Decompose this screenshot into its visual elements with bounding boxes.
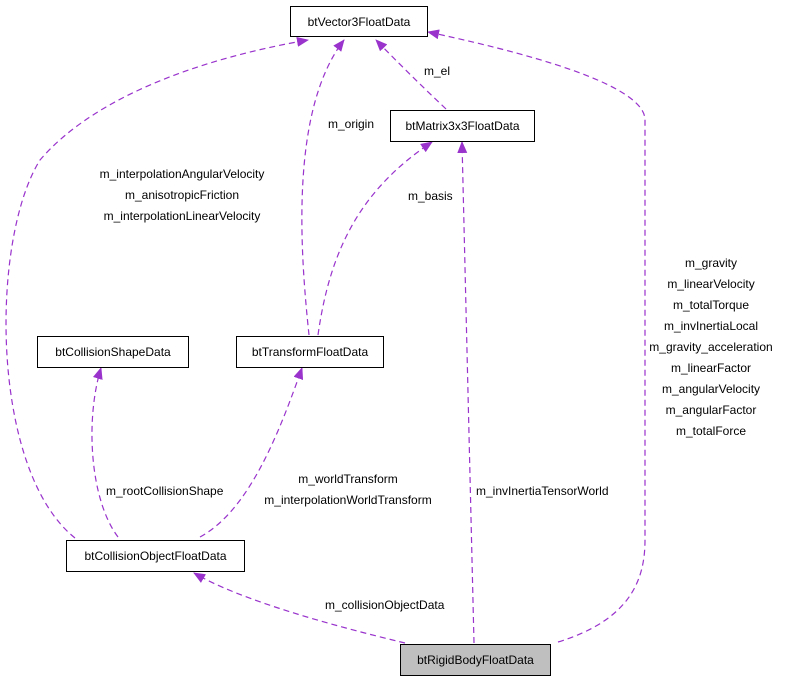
node-label: btCollisionShapeData bbox=[55, 345, 171, 359]
edge-label-m-basis: m_basis bbox=[408, 189, 453, 203]
edge-label-collisionobject-vectors: m_interpolationAngularVelocity m_anisotr… bbox=[99, 167, 265, 223]
node-btmatrix3x3floatdata[interactable]: btMatrix3x3FloatData bbox=[390, 110, 535, 142]
edge-collisionobject-to-shape bbox=[91, 367, 119, 538]
node-btcollisionobjectfloatdata[interactable]: btCollisionObjectFloatData bbox=[66, 540, 245, 572]
node-btcollisionshapedata[interactable]: btCollisionShapeData bbox=[37, 336, 189, 368]
edge-rigidbody-to-matrix bbox=[457, 141, 475, 644]
edge-collisionobject-to-transform bbox=[199, 367, 304, 538]
edge-transform-to-matrix bbox=[317, 141, 433, 336]
edge-label-rigidbody-vectors: m_gravity m_linearVelocity m_totalTorque… bbox=[649, 256, 773, 438]
edge-label-m-el: m_el bbox=[424, 64, 451, 78]
edge-label-m-collisionobjectdata: m_collisionObjectData bbox=[325, 598, 445, 612]
node-btrigidbodyfloatdata[interactable]: btRigidBodyFloatData bbox=[400, 644, 551, 676]
edge-rigidbody-to-vector3 bbox=[427, 29, 646, 643]
edge-label-m-origin: m_origin bbox=[328, 117, 375, 131]
edge-transform-to-vector3 bbox=[301, 39, 345, 336]
node-label: btTransformFloatData bbox=[251, 345, 369, 359]
edge-collisionobject-to-vector3 bbox=[5, 36, 309, 539]
node-label: btMatrix3x3FloatData bbox=[405, 119, 520, 133]
edge-rigidbody-to-collisionobject bbox=[193, 572, 406, 644]
node-btvector3floatdata[interactable]: btVector3FloatData bbox=[290, 6, 428, 37]
node-bttransformfloatdata[interactable]: btTransformFloatData bbox=[236, 336, 384, 368]
node-label: btRigidBodyFloatData bbox=[417, 653, 534, 667]
node-label: btCollisionObjectFloatData bbox=[84, 549, 227, 563]
edge-label-m-invinertiatensorworld: m_invInertiaTensorWorld bbox=[476, 484, 609, 498]
edge-label-transforms: m_worldTransform m_interpolationWorldTra… bbox=[264, 472, 432, 507]
edge-label-m-rootcollisionshape: m_rootCollisionShape bbox=[106, 484, 224, 498]
node-label: btVector3FloatData bbox=[307, 14, 411, 29]
